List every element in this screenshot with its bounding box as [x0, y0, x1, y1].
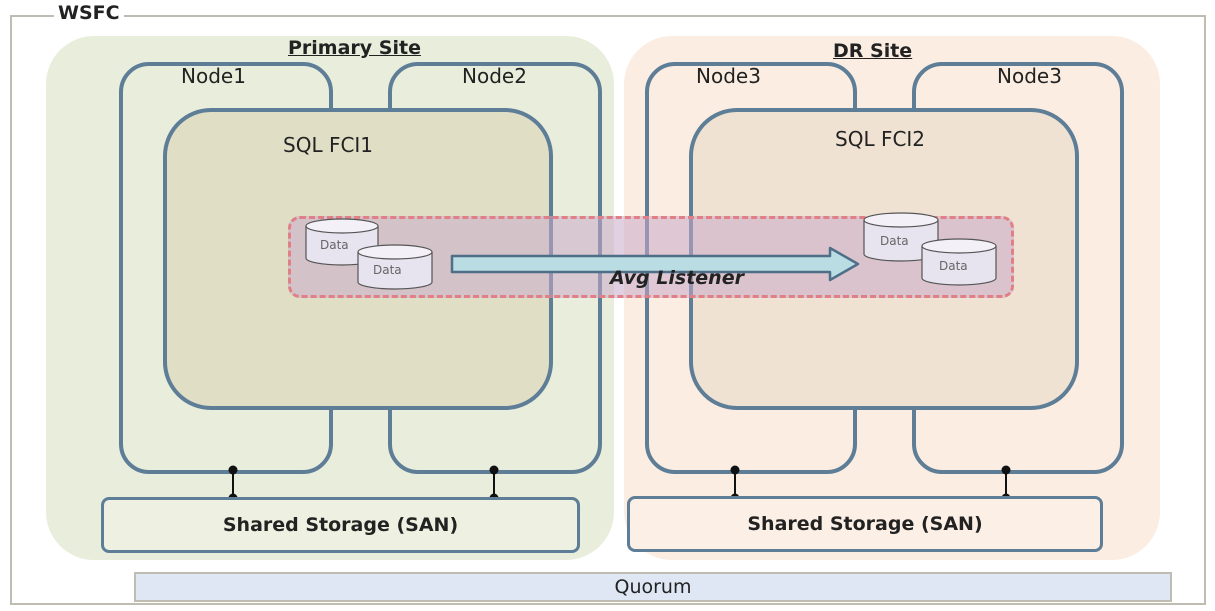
database-label: Data	[880, 234, 909, 248]
wsfc-label: WSFC	[54, 2, 124, 24]
database-icon: Data	[357, 244, 433, 290]
primary-site-title: Primary Site	[288, 37, 421, 59]
database-label: Data	[320, 238, 349, 252]
wsfc-frame	[10, 15, 1206, 605]
replication-arrow	[450, 246, 860, 282]
node3-label: Node3	[696, 64, 761, 88]
node1-label: Node1	[181, 64, 246, 88]
primary-shared-storage: Shared Storage (SAN)	[101, 497, 580, 553]
database-label: Data	[373, 263, 402, 277]
sql-fci2-label: SQL FCI2	[835, 127, 926, 151]
listener-label: Avg Listener	[610, 267, 744, 289]
dr-site-title: DR Site	[833, 40, 913, 62]
dr-shared-storage: Shared Storage (SAN)	[627, 496, 1103, 552]
database-icon: Data	[921, 238, 997, 286]
database-label: Data	[939, 259, 968, 273]
node2-label: Node2	[462, 64, 527, 88]
node3b-label: Node3	[997, 64, 1062, 88]
quorum-bar: Quorum	[134, 572, 1172, 602]
sql-fci1-label: SQL FCI1	[283, 133, 374, 157]
